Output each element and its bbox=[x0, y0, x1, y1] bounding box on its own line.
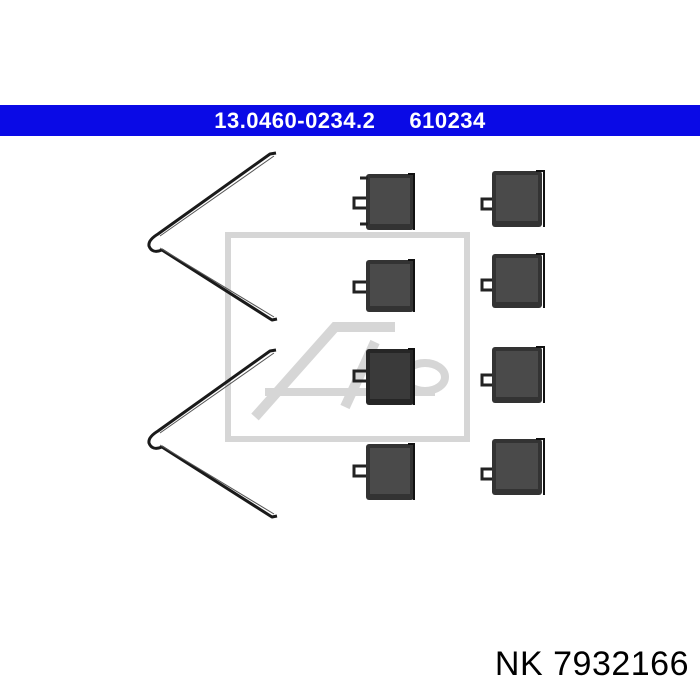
pad-clip-icon bbox=[352, 443, 415, 500]
pad-clip-icon bbox=[480, 438, 545, 495]
spring-wire-icon bbox=[147, 348, 278, 519]
product-code: 7932166 bbox=[553, 645, 689, 683]
pad-clip-icon bbox=[352, 348, 415, 405]
ref-number: 610234 bbox=[409, 107, 486, 133]
header-bar: 13.0460-0234.2 610234 bbox=[0, 105, 700, 136]
pad-clip-icon bbox=[352, 259, 415, 312]
pad-clip-icon bbox=[480, 253, 545, 308]
brand-label: NK bbox=[494, 645, 544, 683]
part-number: 13.0460-0234.2 bbox=[214, 107, 376, 133]
pad-clip-icon bbox=[480, 170, 545, 227]
pad-clip-icon bbox=[352, 173, 415, 230]
pad-clip-icon bbox=[480, 346, 545, 403]
spring-wire-icon bbox=[147, 151, 278, 322]
